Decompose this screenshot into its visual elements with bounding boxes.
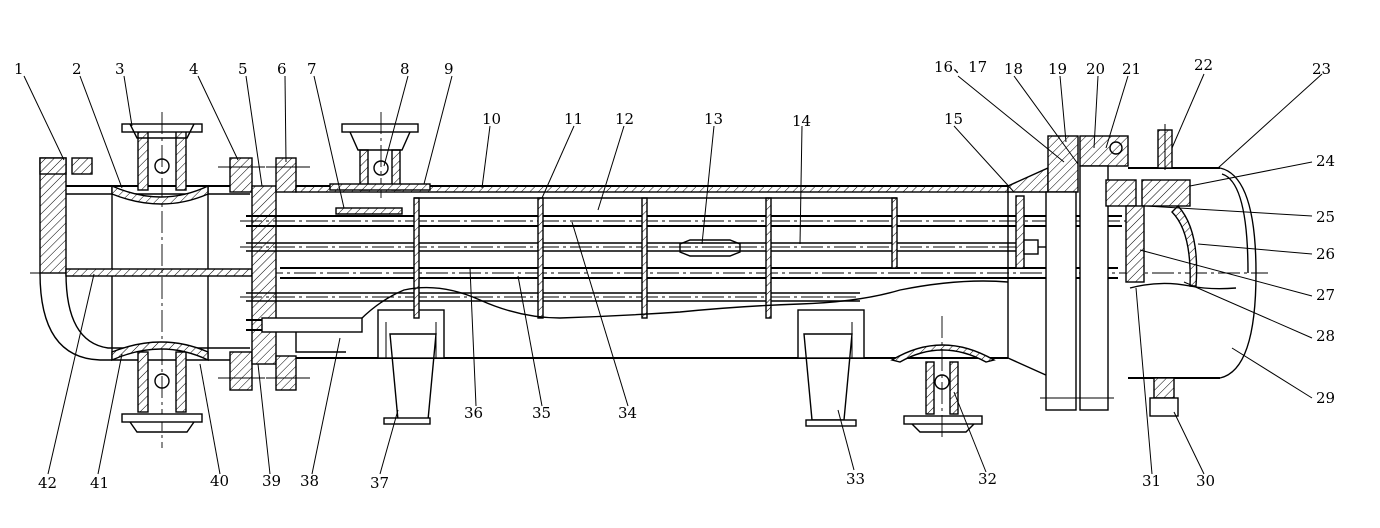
label-34: 34 [618, 404, 637, 422]
label-38: 38 [300, 472, 319, 490]
label-29: 29 [1316, 389, 1335, 407]
label-11: 11 [564, 110, 583, 128]
label-35: 35 [532, 404, 551, 422]
label-10: 10 [482, 110, 501, 128]
label-28: 28 [1316, 327, 1335, 345]
label-37: 37 [370, 474, 389, 492]
leader-lines [23, 73, 1323, 475]
label-4: 4 [189, 60, 199, 78]
label-36: 36 [464, 404, 483, 422]
label-42: 42 [38, 474, 57, 492]
shell [295, 112, 1009, 440]
label-25: 25 [1316, 208, 1335, 226]
label-18: 18 [1004, 60, 1023, 78]
fixed-tubesheet [251, 157, 310, 391]
label-39: 39 [262, 472, 281, 490]
label-26: 26 [1316, 245, 1335, 263]
label-40: 40 [210, 472, 229, 490]
label-9: 9 [444, 60, 454, 78]
label-27: 27 [1316, 286, 1335, 304]
label-14: 14 [792, 112, 811, 130]
tube-bundle [240, 195, 1130, 353]
label-41: 41 [90, 474, 109, 492]
label-1: 1 [14, 60, 24, 78]
label-21: 21 [1122, 60, 1141, 78]
label-15: 15 [944, 110, 963, 128]
label-33: 33 [846, 470, 865, 488]
label-8: 8 [400, 60, 410, 78]
label-20: 20 [1086, 60, 1105, 78]
label-7: 7 [307, 60, 317, 78]
label-31: 31 [1142, 472, 1161, 490]
label-3: 3 [115, 60, 125, 78]
label-2: 2 [72, 60, 82, 78]
label-6: 6 [277, 60, 287, 78]
label-16-17: 16、17 [934, 58, 987, 76]
label-19: 19 [1048, 60, 1067, 78]
label-23: 23 [1312, 60, 1331, 78]
callout-labels: 1 2 3 4 5 6 7 8 9 10 11 12 13 14 15 16、1… [14, 56, 1335, 492]
label-30: 30 [1196, 472, 1215, 490]
label-24: 24 [1316, 152, 1335, 170]
label-12: 12 [615, 110, 634, 128]
channel-box-left [30, 112, 1268, 448]
label-5: 5 [238, 60, 248, 78]
label-13: 13 [704, 110, 723, 128]
label-22: 22 [1194, 56, 1213, 74]
label-32: 32 [978, 470, 997, 488]
